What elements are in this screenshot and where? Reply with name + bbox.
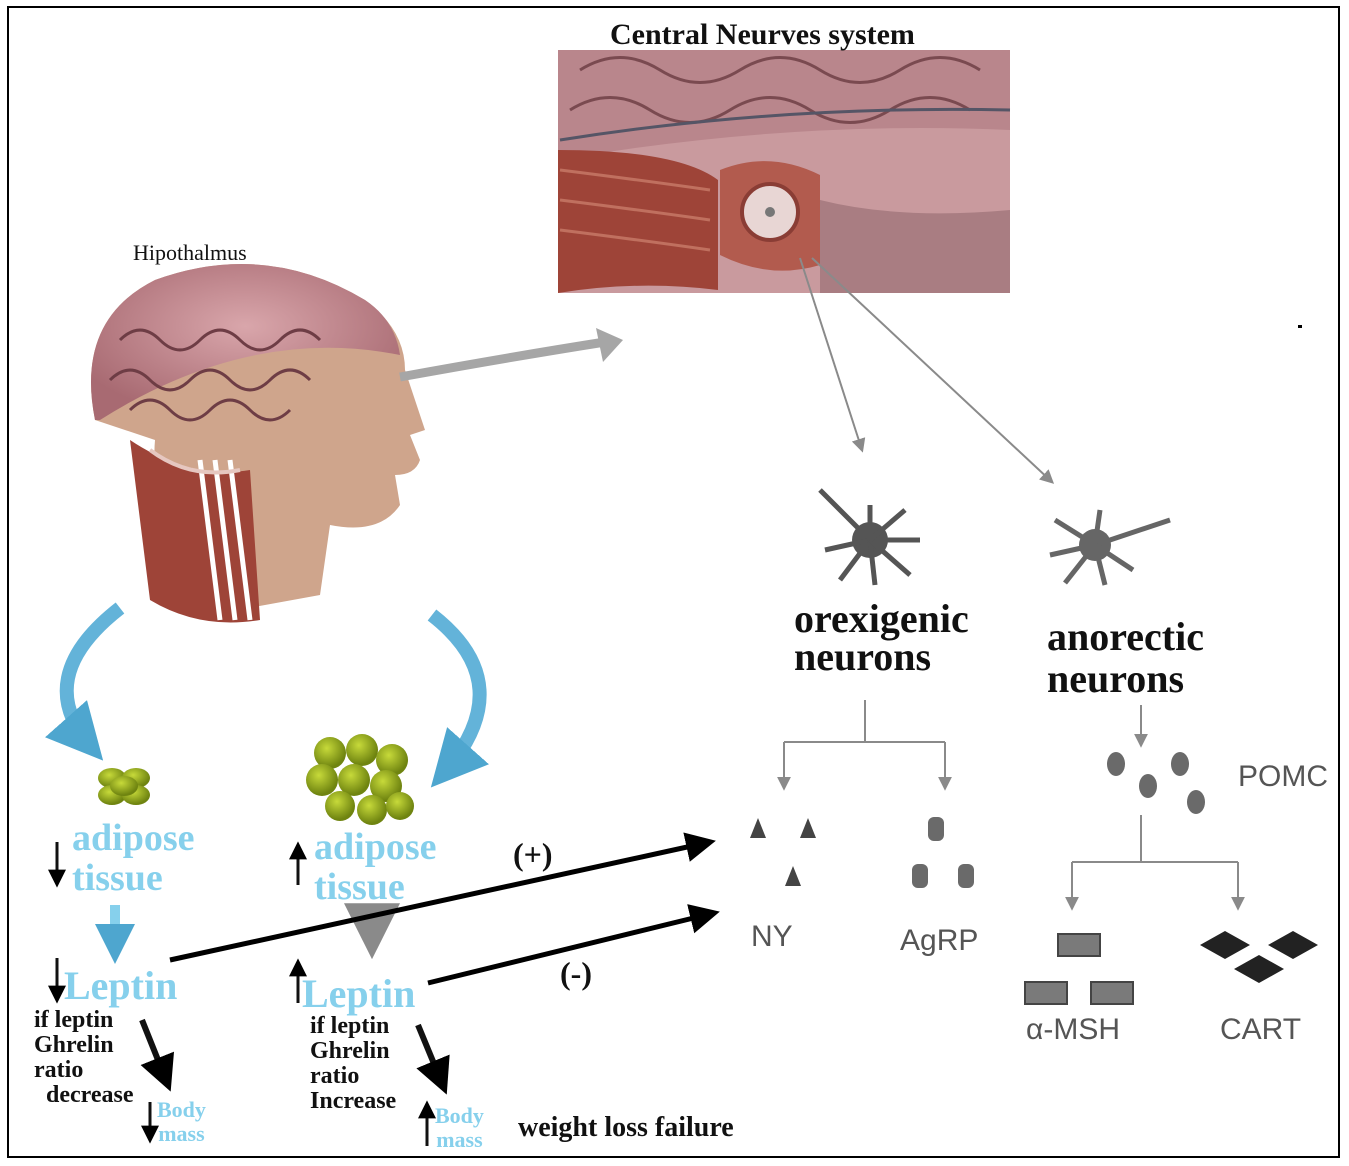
anorectic-branch — [1072, 705, 1238, 908]
bodymass-label-left: Body mass — [157, 1098, 206, 1146]
fat-cells-small — [98, 768, 150, 805]
long-arrow-plus — [170, 842, 710, 960]
blue-curved-arrow-right — [432, 615, 480, 775]
bodymass-label-right: Body mass — [435, 1104, 484, 1152]
agrp-label: AgRP — [900, 924, 978, 958]
cart-molecules — [1200, 931, 1318, 983]
ny-label: NY — [751, 920, 793, 954]
pomc-label: POMC — [1238, 760, 1328, 794]
orexigenic-neuron-icon — [820, 490, 920, 585]
fat-cells-large — [306, 734, 414, 825]
head-illustration — [91, 264, 425, 623]
arrow-head-to-cns-tip — [596, 328, 623, 362]
ny-molecules — [750, 818, 816, 886]
anorectic-label: anorectic neurons — [1047, 616, 1204, 700]
ratio-text-right: if leptin Ghrelin ratio Increase — [310, 1014, 396, 1114]
arrow-head-to-cns — [400, 342, 605, 377]
adipose-label-left: adipose tissue — [72, 818, 194, 898]
agrp-molecules — [912, 817, 974, 888]
hypothalamus-label: Hipothalmus — [133, 240, 247, 266]
leptin-label-right: Leptin — [302, 970, 415, 1017]
leptin-label-left: Leptin — [64, 962, 177, 1009]
adipose-label-right: adipose tissue — [314, 827, 436, 907]
outcome-label: weight loss failure — [518, 1112, 734, 1144]
anorectic-neuron-icon — [1050, 510, 1170, 585]
stray-dot — [1298, 325, 1302, 328]
minus-sign: (-) — [560, 955, 592, 992]
diag-arrow-left — [142, 1020, 168, 1085]
orexigenic-branch — [784, 700, 945, 788]
blue-curved-arrow-left — [67, 608, 120, 748]
diag-arrow-right — [418, 1025, 444, 1088]
cart-label: CART — [1220, 1013, 1301, 1047]
cns-title: Central Neurves system — [610, 18, 915, 52]
orexigenic-label: orexigenic neurons — [794, 600, 969, 676]
brain-section-illustration — [558, 50, 1010, 293]
pomc-molecules — [1107, 752, 1205, 814]
plus-sign: (+) — [513, 836, 553, 873]
amsh-molecules — [1025, 934, 1133, 1004]
ratio-text-left: if leptin Ghrelin ratio decrease — [34, 1008, 134, 1108]
amsh-label: α-MSH — [1026, 1013, 1120, 1047]
